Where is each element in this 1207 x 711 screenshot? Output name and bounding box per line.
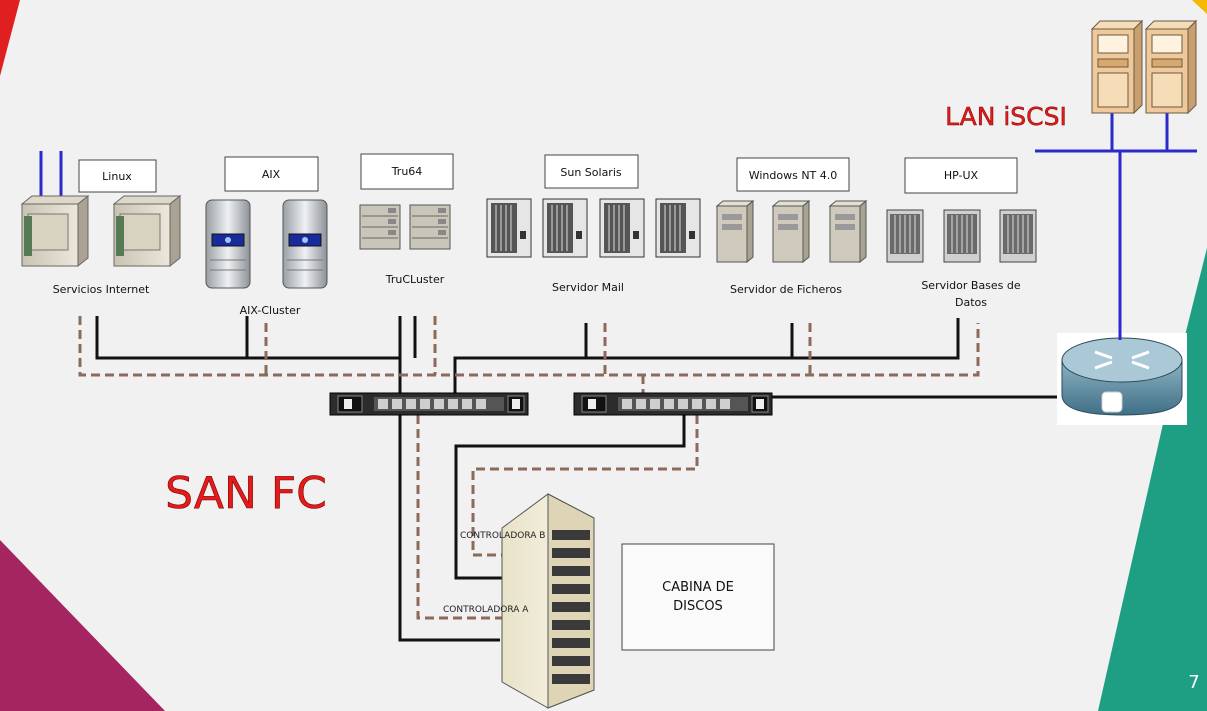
iscsi-server-icon [1145, 20, 1197, 114]
svg-text:DISCOS: DISCOS [673, 599, 723, 614]
fc-switch-a-icon [329, 392, 529, 416]
fabric-b-dashed [78, 316, 980, 620]
sun-server-icon [486, 198, 532, 258]
label-servidor-mail: Servidor Mail [552, 281, 624, 294]
tru64-server-icon [359, 204, 401, 250]
right-teal-shape [1098, 248, 1207, 711]
os-box-aix: AIX [224, 156, 319, 192]
hpux-server-icon [886, 209, 924, 263]
svg-text:HP-UX: HP-UX [944, 169, 979, 182]
label-aix-cluster: AIX-Cluster [240, 304, 301, 317]
os-box-hp-ux: HP-UX [904, 157, 1018, 194]
svg-text:CABINA DE: CABINA DE [662, 580, 734, 595]
lan-iscsi-title: LAN iSCSI [945, 102, 1067, 131]
label-trucluster: TruCLuster [385, 273, 445, 286]
router-icon [1057, 333, 1187, 425]
linux-server-icon [113, 195, 181, 267]
hpux-server-icon [999, 209, 1037, 263]
linux-server-icon [21, 195, 89, 267]
tru64-server-icon [409, 204, 451, 250]
label-controladora-a: CONTROLADORA A [443, 605, 529, 615]
sun-server-icon [542, 198, 588, 258]
svg-text:AIX: AIX [262, 168, 281, 181]
page-number: 7 [1188, 672, 1199, 693]
label-servidor-ficheros: Servidor de Ficheros [730, 283, 842, 296]
windows-server-icon [772, 200, 810, 263]
top-left-red-shape [0, 0, 20, 76]
aix-server-icon [205, 199, 251, 289]
sun-server-icon [599, 198, 645, 258]
svg-text:Windows NT 4.0: Windows NT 4.0 [749, 169, 838, 182]
svg-text:Tru64: Tru64 [391, 165, 423, 178]
bottom-left-magenta-shape [0, 540, 165, 711]
os-box-sun-solaris: Sun Solaris [544, 154, 639, 189]
cabina-label-box: CABINA DE DISCOS [621, 543, 775, 651]
top-right-yellow-shape [1192, 0, 1207, 14]
os-box-linux: Linux [78, 159, 157, 193]
svg-text:Linux: Linux [102, 170, 132, 183]
iscsi-server-icon [1091, 20, 1143, 114]
label-servidor-bd-2: Datos [955, 296, 987, 309]
sun-server-icon [655, 198, 701, 258]
label-servidor-bd-1: Servidor Bases de [921, 279, 1021, 292]
label-servicios-internet: Servicios Internet [53, 283, 150, 296]
os-box-windows-nt: Windows NT 4.0 [736, 157, 850, 192]
fc-switch-b-icon [573, 392, 773, 416]
hpux-server-icon [943, 209, 981, 263]
san-fc-title: SAN FC [165, 468, 327, 519]
os-box-tru64: Tru64 [360, 153, 454, 190]
svg-text:Sun Solaris: Sun Solaris [560, 166, 622, 179]
aix-server-icon [282, 199, 328, 289]
label-controladora-b: CONTROLADORA B [460, 531, 545, 541]
windows-server-icon [716, 200, 754, 263]
windows-server-icon [829, 200, 867, 263]
disk-cabinet-icon [501, 493, 595, 709]
